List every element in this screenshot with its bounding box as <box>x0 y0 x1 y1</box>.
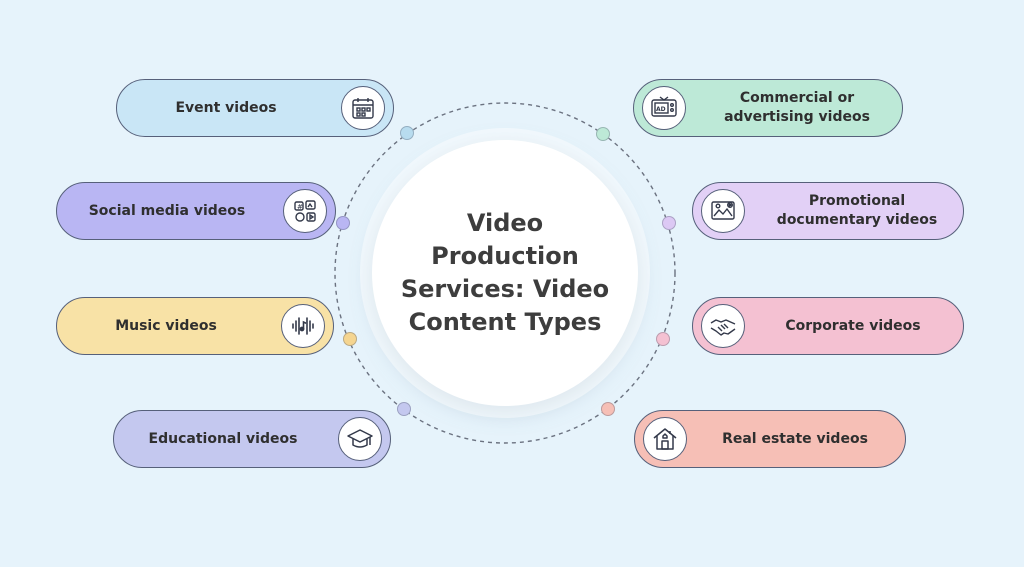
item-label: Social media videos <box>88 202 246 219</box>
social-media-icon: # <box>283 189 327 233</box>
calendar-icon <box>341 86 385 130</box>
item-educational-videos: Educational videos <box>113 410 391 468</box>
graduation-cap-icon <box>338 417 382 461</box>
connector-dot <box>400 126 414 140</box>
item-label: Commercial or advertising videos <box>724 90 870 125</box>
item-label: Music videos <box>115 317 217 334</box>
connector-dot <box>656 332 670 346</box>
center-circle: Video Production Services: Video Content… <box>372 140 638 406</box>
item-label: Real estate videos <box>722 430 868 447</box>
item-label: Promotional documentary videos <box>776 193 938 228</box>
item-commercial-videos: AD Commercial or advertising videos <box>633 79 903 137</box>
svg-text:#: # <box>297 203 303 211</box>
connector-dot <box>336 216 350 230</box>
svg-text:AD: AD <box>656 106 666 113</box>
music-wave-icon <box>281 304 325 348</box>
item-real-estate-videos: Real estate videos <box>634 410 906 468</box>
item-label: Educational videos <box>148 430 298 447</box>
item-music-videos: Music videos <box>56 297 334 355</box>
center-title: Video Production Services: Video Content… <box>400 209 610 336</box>
house-icon <box>643 417 687 461</box>
connector-dot <box>343 332 357 346</box>
item-social-media-videos: Social media videos # <box>56 182 336 240</box>
item-corporate-videos: Corporate videos <box>692 297 964 355</box>
connector-dot <box>596 127 610 141</box>
item-label: Event videos <box>175 99 277 116</box>
tv-ad-icon: AD <box>642 86 686 130</box>
connector-dot <box>397 402 411 416</box>
connector-dot <box>601 402 615 416</box>
item-label: Corporate videos <box>785 317 921 334</box>
item-event-videos: Event videos <box>116 79 394 137</box>
connector-dot <box>662 216 676 230</box>
documentary-icon <box>701 189 745 233</box>
handshake-icon <box>701 304 745 348</box>
item-promotional-documentary-videos: Promotional documentary videos <box>692 182 964 240</box>
